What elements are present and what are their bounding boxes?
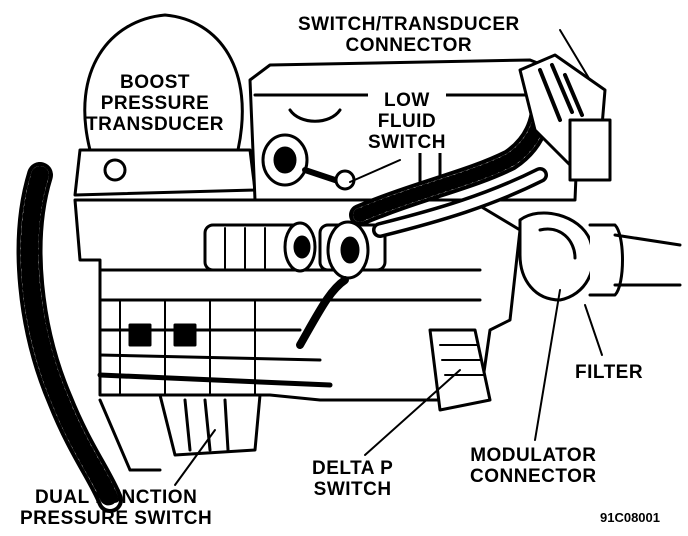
boost-transducer-dome [83, 13, 244, 152]
label-line: PRESSURE SWITCH [20, 508, 213, 529]
label-filter: FILTER [575, 362, 643, 383]
label-line: SWITCH [368, 132, 446, 153]
corrugated-hose [16, 162, 123, 513]
label-line: FLUID [377, 111, 437, 132]
leader-lines [174, 29, 603, 486]
label-line: LOW [384, 90, 430, 111]
label-line: CONNECTOR [470, 466, 597, 487]
leader-low-fluid [349, 159, 401, 183]
label-dual-function-pressure-switch: DUAL FUNCTION PRESSURE SWITCH [20, 487, 212, 529]
label-line: SWITCH/TRANSDUCER [298, 14, 520, 35]
filter [588, 223, 624, 297]
label-line: DUAL FUNCTION [34, 487, 198, 508]
label-line: TRANSDUCER [86, 114, 224, 135]
modulator-connector [518, 211, 595, 302]
leader-modulator [534, 289, 561, 441]
leader-delta-p [364, 369, 461, 456]
label-line: MODULATOR [470, 445, 597, 466]
leader-switch-transducer [559, 29, 591, 81]
figure-code: 91C08001 [600, 510, 660, 525]
label-line: SWITCH [313, 479, 392, 500]
label-modulator-connector: MODULATOR CONNECTOR [470, 445, 597, 487]
label-switch-transducer-connector: SWITCH/TRANSDUCER CONNECTOR [298, 14, 520, 56]
leader-filter [584, 304, 603, 356]
label-boost-pressure-transducer: BOOST PRESSURE TRANSDUCER [86, 72, 224, 135]
label-line: FILTER [575, 362, 644, 383]
label-line: CONNECTOR [345, 35, 473, 56]
leader-dual-function [174, 429, 216, 486]
label-line: PRESSURE [100, 93, 210, 114]
label-delta-p-switch: DELTA P SWITCH [312, 458, 393, 500]
label-line: DELTA P [312, 458, 394, 479]
label-low-fluid-switch: LOW FLUID SWITCH [368, 90, 446, 153]
label-line: BOOST [119, 72, 191, 93]
valve-cylinders [203, 220, 387, 280]
